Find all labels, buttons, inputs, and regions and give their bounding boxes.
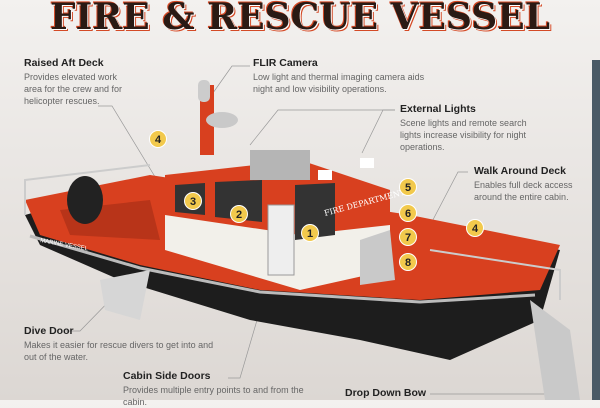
drop-down-bow	[530, 300, 580, 400]
railings	[24, 164, 561, 300]
callout-title: Walk Around Deck	[474, 165, 566, 177]
callout-drop-down-bow: Drop Down Bow	[345, 387, 445, 401]
number-marker: 1	[301, 224, 319, 242]
flir-camera	[198, 80, 210, 102]
rub-rail	[29, 234, 536, 304]
callout-text: Provides multiple entry points to and fr…	[123, 385, 304, 407]
number-marker: 3	[184, 192, 202, 210]
callout-title: Cabin Side Doors	[123, 370, 211, 382]
radar-dome	[206, 112, 238, 128]
callout-text: Makes it easier for rescue divers to get…	[24, 340, 214, 362]
console	[360, 230, 395, 285]
number-marker: 5	[399, 178, 417, 196]
callout-text: Low light and thermal imaging camera aid…	[253, 72, 425, 94]
dive-door	[100, 270, 150, 320]
number-marker: 6	[399, 204, 417, 222]
callout-title: Raised Aft Deck	[24, 57, 104, 69]
roof-box	[250, 150, 310, 180]
callout-title: Dive Door	[24, 325, 74, 337]
callout-title: External Lights	[400, 103, 476, 115]
page-title: FIRE & RESCUE VESSEL	[49, 0, 551, 38]
number-marker: 7	[399, 228, 417, 246]
search-light	[318, 170, 332, 180]
callout-title: Drop Down Bow	[345, 387, 427, 399]
cabin-side-door	[267, 204, 295, 276]
page-edge	[592, 60, 600, 400]
number-marker: 4	[149, 130, 167, 148]
outboard-engine	[67, 176, 103, 224]
callout-text: Enables full deck access around the enti…	[474, 180, 573, 202]
number-marker: 4	[466, 219, 484, 237]
cabin-windows	[175, 180, 335, 240]
callout-text: Provides elevated work area for the crew…	[24, 72, 123, 106]
scene-light	[360, 158, 374, 168]
number-marker: 2	[230, 205, 248, 223]
callout-text: Scene lights and remote search lights in…	[400, 118, 527, 152]
callout-title: FLIR Camera	[253, 57, 318, 69]
number-marker: 8	[399, 253, 417, 271]
